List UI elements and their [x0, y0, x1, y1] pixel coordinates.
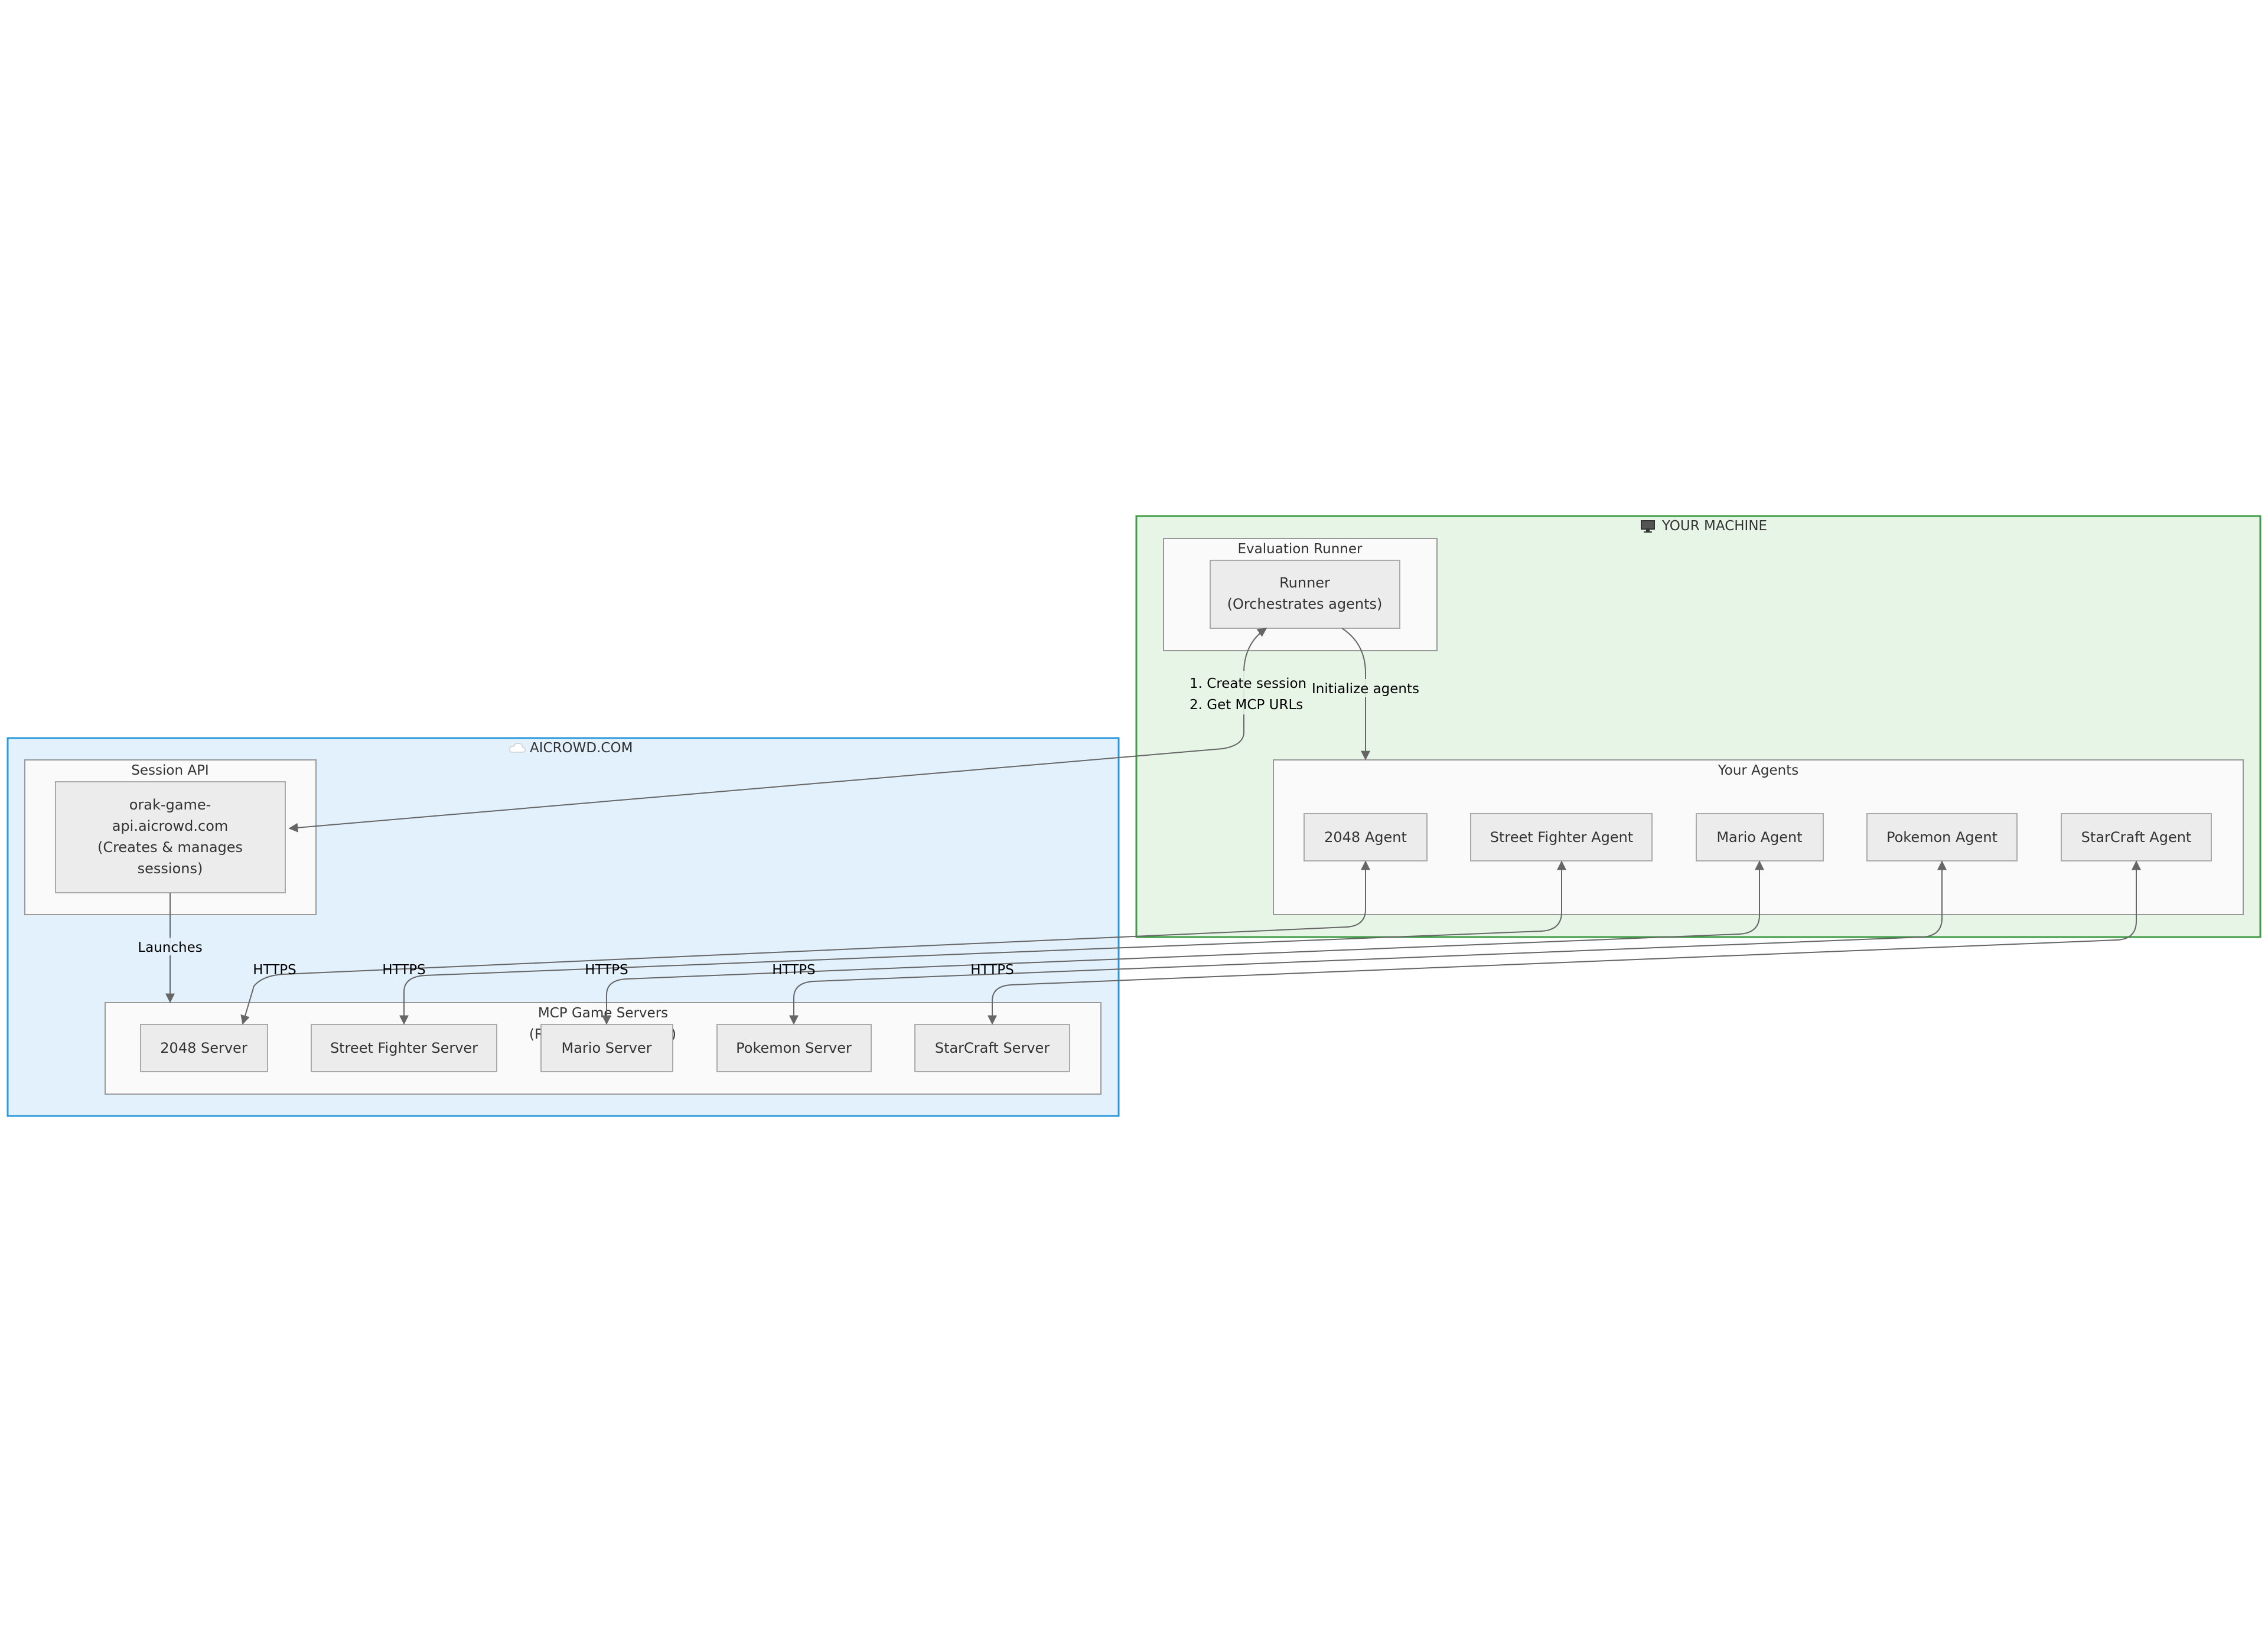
agents-title: Your Agents	[1718, 763, 1798, 778]
mcp-servers-title: MCP Game Servers	[538, 1006, 668, 1021]
computer-icon	[1641, 520, 1655, 533]
session-api-title: Session API	[131, 763, 208, 778]
runner-line-2: (Orchestrates agents)	[1227, 596, 1383, 612]
runner-line-1: Runner	[1279, 575, 1330, 591]
launches-label: Launches	[138, 940, 202, 955]
agent-street-fighter: Street Fighter Agent	[1470, 813, 1653, 861]
initialize-label-bg	[1312, 679, 1419, 697]
launches-label-bg	[139, 938, 201, 955]
edge-initialize	[1341, 628, 1370, 760]
svg-text:Street Fighter Server: Street Fighter Server	[330, 1040, 478, 1056]
server-mario: Mario Server	[540, 1024, 673, 1072]
agent-2048: 2048 Agent	[1304, 813, 1428, 861]
agent-starcraft: StarCraft Agent	[2061, 813, 2212, 861]
create-session-label-1: 1. Create session	[1190, 676, 1306, 691]
https-label-pokemon: HTTPS	[772, 962, 815, 978]
mcp-servers-subtitle-end: )	[671, 1027, 676, 1042]
agent-mario: Mario Agent	[1696, 813, 1824, 861]
svg-text:2048 Server: 2048 Server	[160, 1040, 247, 1056]
svg-text:Pokemon Server: Pokemon Server	[736, 1040, 852, 1056]
create-session-label-bg	[1186, 671, 1303, 714]
session-api-line-1: orak-game-	[129, 797, 211, 813]
server-street-fighter: Street Fighter Server	[311, 1024, 497, 1072]
session-api-line-4: sessions)	[138, 860, 203, 877]
svg-text:Street Fighter Agent: Street Fighter Agent	[1490, 829, 1633, 846]
create-session-label-2: 2. Get MCP URLs	[1190, 697, 1303, 713]
eval-runner-title: Evaluation Runner	[1238, 541, 1363, 557]
agent-pokemon: Pokemon Agent	[1866, 813, 2018, 861]
svg-text:Mario Server: Mario Server	[562, 1040, 652, 1056]
https-label-starcraft: HTTPS	[970, 962, 1014, 978]
server-pokemon: Pokemon Server	[716, 1024, 872, 1072]
svg-text:StarCraft Agent: StarCraft Agent	[2081, 829, 2192, 846]
edge-https-starcraft	[988, 860, 2141, 1025]
runner-node	[1210, 560, 1400, 629]
server-2048: 2048 Server	[140, 1024, 268, 1072]
https-label-mario: HTTPS	[585, 962, 628, 978]
session-api-line-3: (Creates & manages	[97, 839, 243, 856]
aicrowd-title: AICROWD.COM	[530, 740, 633, 756]
svg-text:StarCraft Server: StarCraft Server	[935, 1040, 1050, 1056]
server-starcraft: StarCraft Server	[914, 1024, 1070, 1072]
https-label-2048: HTTPS	[253, 962, 296, 978]
svg-text:Pokemon Agent: Pokemon Agent	[1886, 829, 1997, 846]
https-label-street-fighter: HTTPS	[382, 962, 425, 978]
svg-text:2048 Agent: 2048 Agent	[1324, 829, 1407, 846]
session-api-line-2: api.aicrowd.com	[112, 818, 229, 834]
svg-text:Mario Agent: Mario Agent	[1716, 829, 1802, 846]
initialize-label: Initialize agents	[1312, 681, 1419, 697]
machine-title: YOUR MACHINE	[1661, 518, 1767, 534]
